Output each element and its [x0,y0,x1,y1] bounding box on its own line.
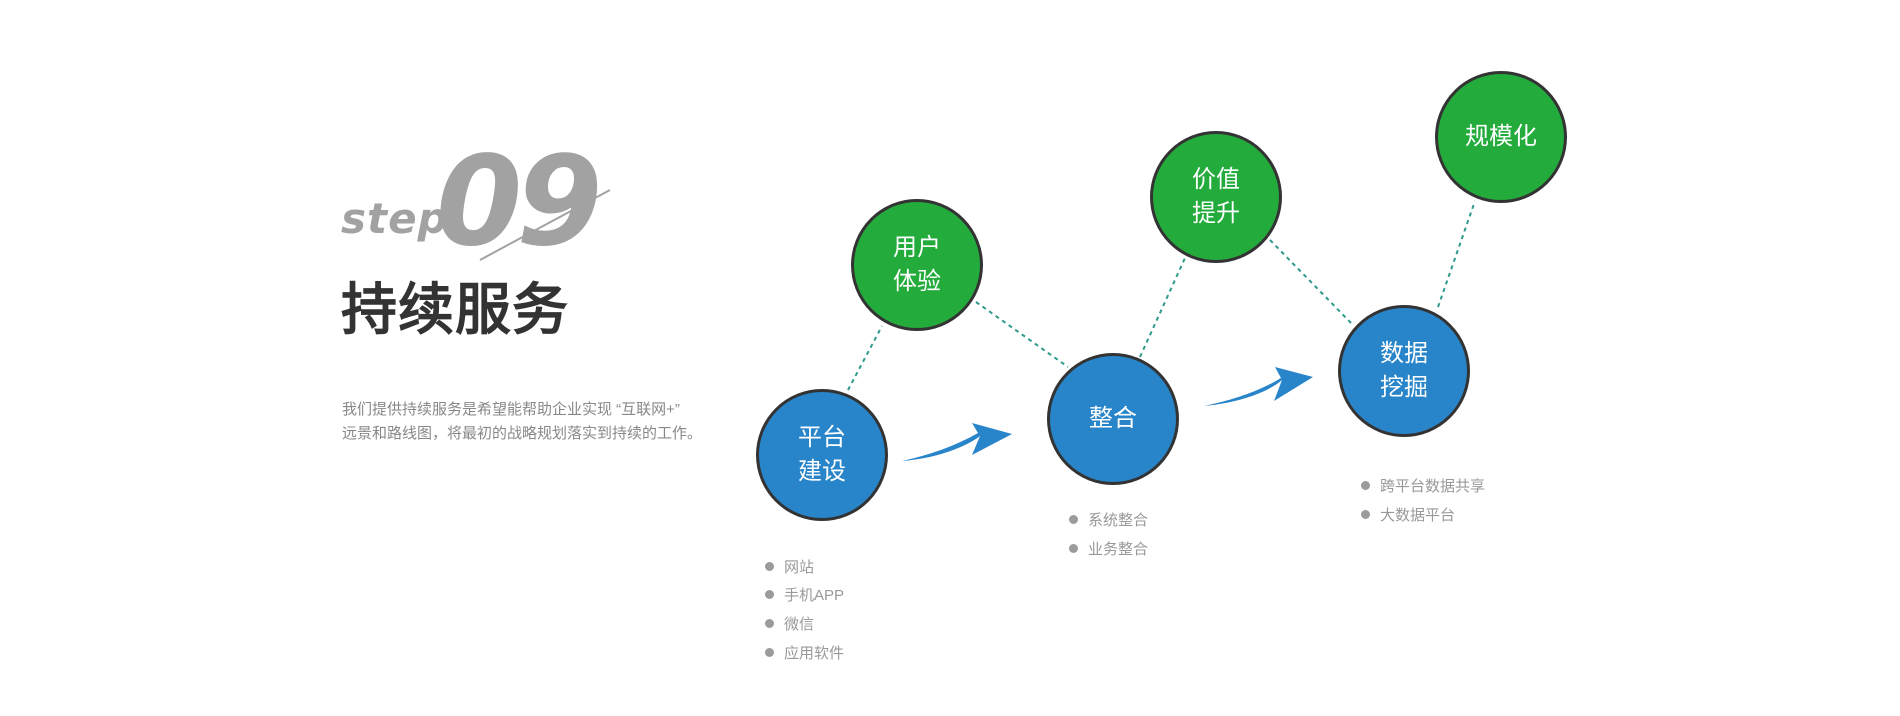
bullet-dot [1361,510,1370,519]
bullet-dot [1069,544,1078,553]
node-value-enhancement: 价值 提升 [1150,131,1282,263]
node-label: 建设 [798,458,846,485]
description-line-1: 我们提供持续服务是希望能帮助企业实现 “互联网+” [342,401,680,418]
connector-platform-ux [847,325,883,391]
bullet-dot [765,619,774,628]
bullet-dot [765,562,774,571]
node-label: 提升 [1192,200,1240,227]
arrow-platform-to-integration [902,423,1012,461]
list-item-integration: 系统整合 [1069,511,1148,531]
step-number: 09 [436,130,603,274]
bullet-dot [765,590,774,599]
node-user-experience: 用户 体验 [851,199,983,331]
node-integration: 整合 [1047,353,1179,485]
node-label: 整合 [1089,405,1137,432]
connector-mining-scale [1437,200,1476,308]
list-item-integration: 业务整合 [1069,540,1148,560]
node-label: 规模化 [1465,123,1537,150]
list-item-platform: 网站 [765,558,814,578]
arrow-integration-to-mining [1204,367,1313,406]
step-label: step [341,194,449,243]
bullet-dot [1069,515,1078,524]
connector-value-mining [1269,239,1353,325]
node-label: 用户 [893,234,941,261]
step-slash-decoration [479,189,611,261]
page-title: 持续服务 [341,278,569,343]
node-data-mining: 数据 挖掘 [1338,305,1470,437]
connector-ux-integration [975,301,1069,368]
node-platform-building: 平台 建设 [756,389,888,521]
list-item-platform: 应用软件 [765,644,844,664]
node-label: 挖掘 [1380,374,1428,401]
list-item-mining: 跨平台数据共享 [1361,477,1485,497]
list-item-mining: 大数据平台 [1361,506,1455,526]
description-line-2: 远景和路线图，将最初的战略规划落实到持续的工作。 [342,425,703,442]
node-label: 平台 [798,424,846,451]
node-label: 体验 [893,268,941,295]
node-label: 数据 [1380,340,1428,367]
node-scale: 规模化 [1435,71,1567,203]
bullet-dot [1361,481,1370,490]
bullet-dot [765,648,774,657]
list-item-platform: 手机APP [765,586,844,606]
list-item-platform: 微信 [765,615,814,635]
connector-integration-value [1139,257,1186,358]
node-label: 价值 [1192,166,1240,193]
